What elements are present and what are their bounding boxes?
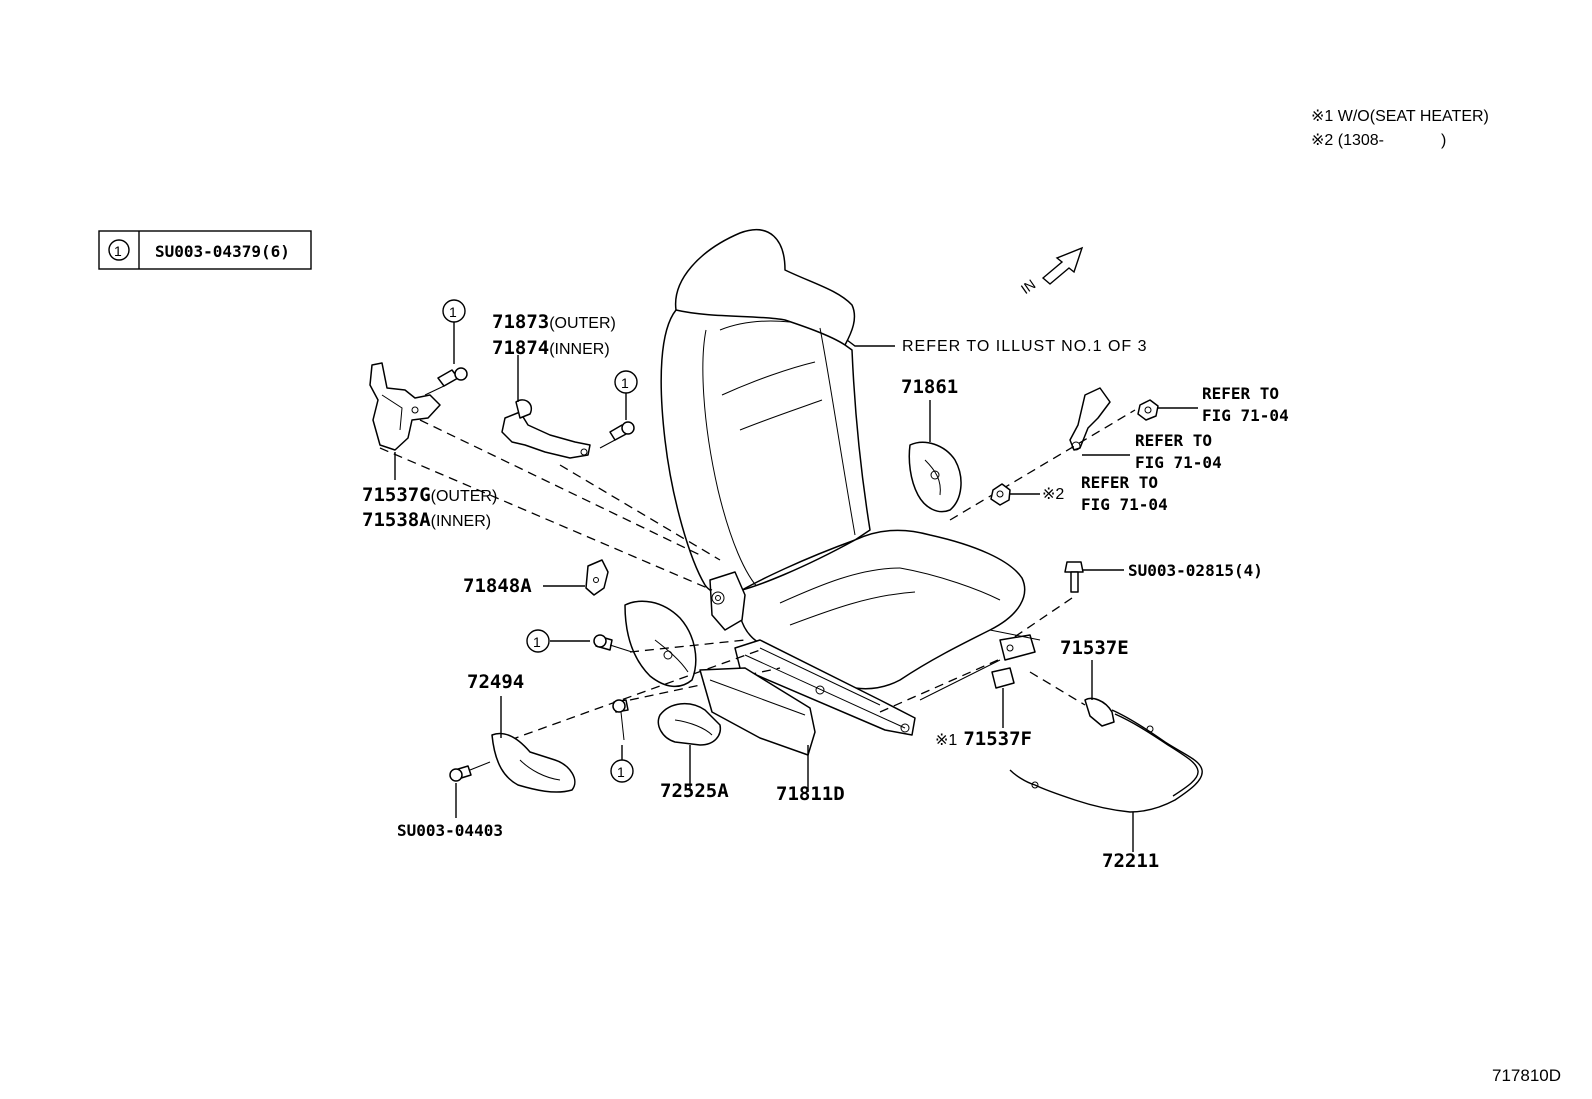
label-71811d: 71811D (776, 783, 845, 805)
label-71874: 71874(INNER) (492, 337, 610, 359)
label-71537e: 71537E (1060, 637, 1129, 659)
legend-part-number: SU003-04379(6) (155, 242, 290, 261)
dash-belt (949, 409, 1136, 521)
refer-3-line-a: REFER TO (1081, 473, 1158, 492)
nut-refer-3 (990, 483, 1011, 506)
callout-1-c-text: 1 (533, 634, 541, 650)
seat-ref-label: REFER TO ILLUST NO.1 OF 3 (902, 338, 1148, 355)
shield-front (624, 600, 697, 688)
label-71538a: 71538A(INNER) (362, 509, 491, 531)
callout-1-c (526, 629, 550, 653)
label-71873: 71873(OUTER) (492, 311, 616, 333)
hinge-71873 (501, 399, 591, 459)
screw-71873 (599, 421, 635, 449)
label-su003-02815: SU003-02815(4) (1128, 561, 1263, 580)
screw-su003-04403 (449, 761, 491, 782)
cover-71861 (908, 441, 962, 513)
cover-71811d (699, 667, 816, 756)
note-seat-heater: ※1 W/O(SEAT HEATER) (1311, 108, 1489, 125)
refer-2-line-a: REFER TO (1135, 431, 1212, 450)
callout-1-a (442, 299, 466, 323)
refer-1-line-a: REFER TO (1202, 384, 1279, 403)
callout-1-d (610, 759, 634, 783)
dash-71537e (1029, 671, 1086, 706)
label-su003-04403: SU003-04403 (397, 821, 503, 840)
refer-3-mark: ※2 (1042, 486, 1064, 503)
harness-72211 (1009, 709, 1203, 813)
shield-72494 (491, 732, 576, 793)
dash-shield-a (629, 639, 746, 653)
pad-71537e (1084, 697, 1115, 727)
dash-71537g-b (379, 447, 713, 591)
refer-2-line-b: FIG 71-04 (1135, 453, 1222, 472)
refer-3-line-b: FIG 71-04 (1081, 495, 1168, 514)
dash-rail (879, 659, 999, 713)
pad-71537f (991, 667, 1015, 689)
clip-71848a (585, 559, 609, 596)
dash-bolt (1009, 597, 1073, 641)
in-direction-label: IN (1018, 276, 1039, 297)
note-date-range: ※2 (1308- (1311, 132, 1384, 149)
screw-72525a (612, 699, 629, 741)
refer-1-line-b: FIG 71-04 (1202, 406, 1289, 425)
label-72525a: 72525A (660, 780, 729, 802)
callout-1-d-text: 1 (617, 764, 625, 780)
callout-1-b (614, 370, 638, 394)
dash-71873 (559, 464, 721, 561)
dash-71537g (419, 419, 701, 556)
seat-assembly (660, 228, 1041, 736)
screw-71537g (424, 367, 468, 396)
label-72211: 72211 (1102, 850, 1159, 872)
label-71848a: 71848A (463, 575, 532, 597)
belt-anchor (1069, 387, 1111, 451)
bolt-su003-02815 (1064, 561, 1084, 593)
callout-1-b-text: 1 (621, 375, 629, 391)
trim-72525a (657, 703, 722, 746)
label-72494: 72494 (467, 671, 524, 693)
legend-box: 1 SU003-04379(6) (98, 230, 312, 270)
nut-refer-1 (1137, 399, 1159, 421)
label-71537g: 71537G(OUTER) (362, 484, 497, 506)
legend-symbol: 1 (114, 243, 122, 259)
hinge-cover-bracket (369, 362, 441, 451)
in-direction-arrow: IN (1018, 246, 1084, 297)
diagram-id: 717810D (1492, 1066, 1561, 1085)
note-date-range-close: ) (1441, 132, 1446, 149)
screw-72494-top (593, 634, 633, 653)
callout-1-a-text: 1 (449, 304, 457, 320)
label-71861: 71861 (901, 376, 958, 398)
seat-ref-leader (846, 339, 895, 347)
